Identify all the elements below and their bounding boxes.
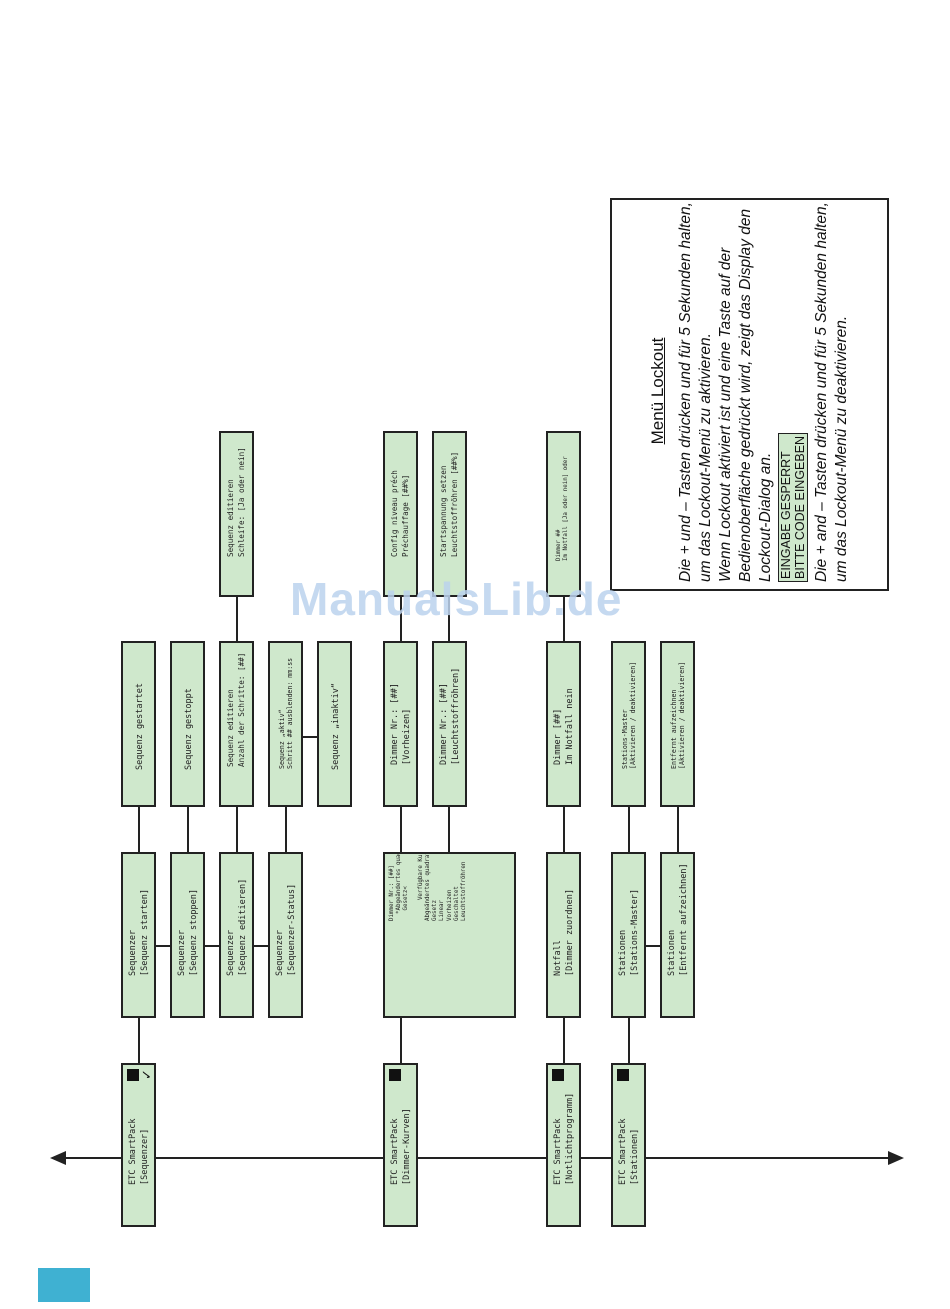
connector: [138, 806, 140, 852]
connector: [563, 596, 565, 642]
menu-dimmer-kurven: ETC SmartPack [Dimmer-Kurven]: [383, 1063, 418, 1227]
dimmer-vorheizen-box: Dimmer Nr.: [##] [Vorheizen]: [383, 641, 418, 807]
sequenz-editieren-schritte-box: Sequenz editieren Anzahl der Schritte: […: [219, 641, 254, 807]
connector: [646, 945, 662, 947]
sequenzer-status-label: Sequenzer [Sequenzer-Status]: [275, 883, 297, 976]
sequenz-gestartet-box: Sequenz gestartet: [121, 641, 156, 807]
connector: [400, 806, 402, 852]
lockout-display-line2: BITTE CODE EINGEBEN: [793, 435, 807, 579]
sequenz-aktiv-label: Sequenz „aktiv“ Schritt ## ausblenden: m…: [278, 657, 295, 769]
cursor-block-icon: [552, 1069, 564, 1081]
connector: [400, 1017, 402, 1063]
menu-sequenzer: ETC SmartPack [Sequenzer] ✓: [121, 1063, 156, 1227]
startspannung-label: Startspannung setzen Leuchtstoffröhren […: [439, 451, 459, 557]
check-icon: ✓: [139, 1069, 155, 1080]
connector: [301, 736, 318, 738]
connector: [285, 806, 287, 852]
notfall-box: Notfall [Dimmer zuordnen]: [546, 852, 581, 1018]
connector: [563, 1017, 565, 1063]
sequenz-aktiv-box: Sequenz „aktiv“ Schritt ## ausblenden: m…: [268, 641, 303, 807]
sequenzer-stoppen-box: Sequenzer [Sequenz stoppen]: [170, 852, 205, 1018]
flow-line: [60, 1157, 892, 1159]
connector: [187, 806, 189, 852]
lockout-para-activate: Die + und – Tasten drücken und für 5 Sek…: [677, 202, 714, 582]
sequenzer-status-box: Sequenzer [Sequenzer-Status]: [268, 852, 303, 1018]
sequenz-editieren-schritte-label: Sequenz editieren Anzahl der Schritte: […: [226, 652, 246, 767]
menu-stationen-label: ETC SmartPack [Stationen]: [618, 1118, 640, 1185]
entfernt-detail-label: Entfernt aufzeichnen [Aktivieren / deakt…: [670, 661, 687, 769]
notfall-dimmer-box: Dimmer [##] Im Notfall nein: [546, 641, 581, 807]
connector: [252, 945, 270, 947]
stationen-master-label: Stationen [Stations-Master]: [618, 889, 640, 976]
lockout-text: Menü Lockout Die + und – Tasten drücken …: [648, 200, 852, 582]
menu-notlicht: ETC SmartPack [Notlichtprogramm]: [546, 1063, 581, 1227]
lockout-panel: Menü Lockout Die + und – Tasten drücken …: [610, 198, 889, 591]
sequenzer-editieren-label: Sequenzer [Sequenz editieren]: [226, 878, 248, 976]
lockout-para-deactivate: Die + and – Tasten drücken und für 5 Sek…: [813, 202, 850, 582]
connector: [236, 596, 238, 642]
cursor-block-icon: [617, 1069, 629, 1081]
cursor-block-icon: [389, 1069, 401, 1081]
cursor-block-icon: [127, 1069, 139, 1081]
dimmer-leuchtstoff-label: Dimmer Nr.: [##] [Leuchtstoffröhren]: [439, 667, 461, 765]
sequenz-inaktiv-label: Sequenz „inaktiv“: [331, 683, 341, 770]
dimmer-leuchtstoff-box: Dimmer Nr.: [##] [Leuchtstoffröhren]: [432, 641, 467, 807]
stations-master-detail-box: Stations-Master [Aktivieren / deaktivier…: [611, 641, 646, 807]
arrow-left-icon: [50, 1151, 66, 1165]
sequenzer-starten-label: Sequenzer [Sequenz starten]: [128, 889, 150, 976]
entfernt-detail-box: Entfernt aufzeichnen [Aktivieren / deakt…: [660, 641, 695, 807]
notfall-dimmer-label: Dimmer [##] Im Notfall nein: [553, 688, 575, 765]
lockout-title: Menü Lockout: [648, 337, 667, 445]
connector: [138, 1017, 140, 1063]
notfall-label: Notfall [Dimmer zuordnen]: [553, 889, 575, 976]
menu-notlicht-label: ETC SmartPack [Notlichtprogramm]: [553, 1092, 575, 1185]
notfall-dimmer-detail-label: Dimmer ## Im Notfall [Ja oder nein] oder: [556, 455, 570, 561]
page-corner-tab: [38, 1268, 90, 1302]
stations-master-detail-label: Stations-Master [Aktivieren / deaktivier…: [621, 661, 638, 769]
stationen-master-box: Stationen [Stations-Master]: [611, 852, 646, 1018]
sequenz-gestoppt-box: Sequenz gestoppt: [170, 641, 205, 807]
connector: [203, 945, 221, 947]
dimmer-vorheizen-label: Dimmer Nr.: [##] [Vorheizen]: [390, 683, 412, 765]
connector: [628, 806, 630, 852]
arrow-right-icon: [888, 1151, 904, 1165]
dimmer-kurven-list-label: Dimmer Nr.: [##] *Abgeändertes quadratis…: [389, 852, 468, 921]
stationen-entfernt-label: Stationen [Entfernt aufzeichnen]: [667, 863, 689, 976]
dimmer-kurven-list-box: Dimmer Nr.: [##] *Abgeändertes quadratis…: [383, 852, 516, 1018]
connector: [448, 806, 450, 852]
sequenzer-editieren-box: Sequenzer [Sequenz editieren]: [219, 852, 254, 1018]
config-preheat-box: Config niveau préch Préchauffage [##%]: [383, 431, 418, 597]
lockout-para-dialog: Wenn Lockout aktiviert ist und eine Tast…: [717, 208, 774, 582]
connector: [236, 806, 238, 852]
connector: [563, 806, 565, 852]
sequenz-editieren-schleife-label: Sequenz editieren Schleife: [Ja oder nei…: [226, 447, 246, 557]
lockout-display-line1: EINGABE GESPERRT: [779, 451, 793, 579]
sequenzer-starten-box: Sequenzer [Sequenz starten]: [121, 852, 156, 1018]
notfall-dimmer-detail-box: Dimmer ## Im Notfall [Ja oder nein] oder: [546, 431, 581, 597]
config-preheat-label: Config niveau préch Préchauffage [##%]: [390, 470, 410, 557]
menu-sequenzer-label: ETC SmartPack [Sequenzer]: [128, 1118, 150, 1185]
connector: [154, 945, 172, 947]
sequenz-inaktiv-box: Sequenz „inaktiv“: [317, 641, 352, 807]
sequenzer-stoppen-label: Sequenzer [Sequenz stoppen]: [177, 889, 199, 976]
watermark: ManualsLib.de: [290, 573, 623, 625]
menu-dimmer-kurven-label: ETC SmartPack [Dimmer-Kurven]: [390, 1108, 412, 1185]
connector: [448, 596, 450, 642]
lockout-display-box: EINGABE GESPERRT BITTE CODE EINGEBEN: [778, 432, 808, 582]
startspannung-box: Startspannung setzen Leuchtstoffröhren […: [432, 431, 467, 597]
sequenz-gestartet-label: Sequenz gestartet: [135, 683, 145, 770]
sequenz-gestoppt-label: Sequenz gestoppt: [184, 688, 194, 770]
connector: [400, 596, 402, 642]
connector: [677, 806, 679, 852]
connector: [628, 1017, 630, 1063]
sequenz-editieren-schleife-box: Sequenz editieren Schleife: [Ja oder nei…: [219, 431, 254, 597]
menu-stationen: ETC SmartPack [Stationen]: [611, 1063, 646, 1227]
stationen-entfernt-box: Stationen [Entfernt aufzeichnen]: [660, 852, 695, 1018]
